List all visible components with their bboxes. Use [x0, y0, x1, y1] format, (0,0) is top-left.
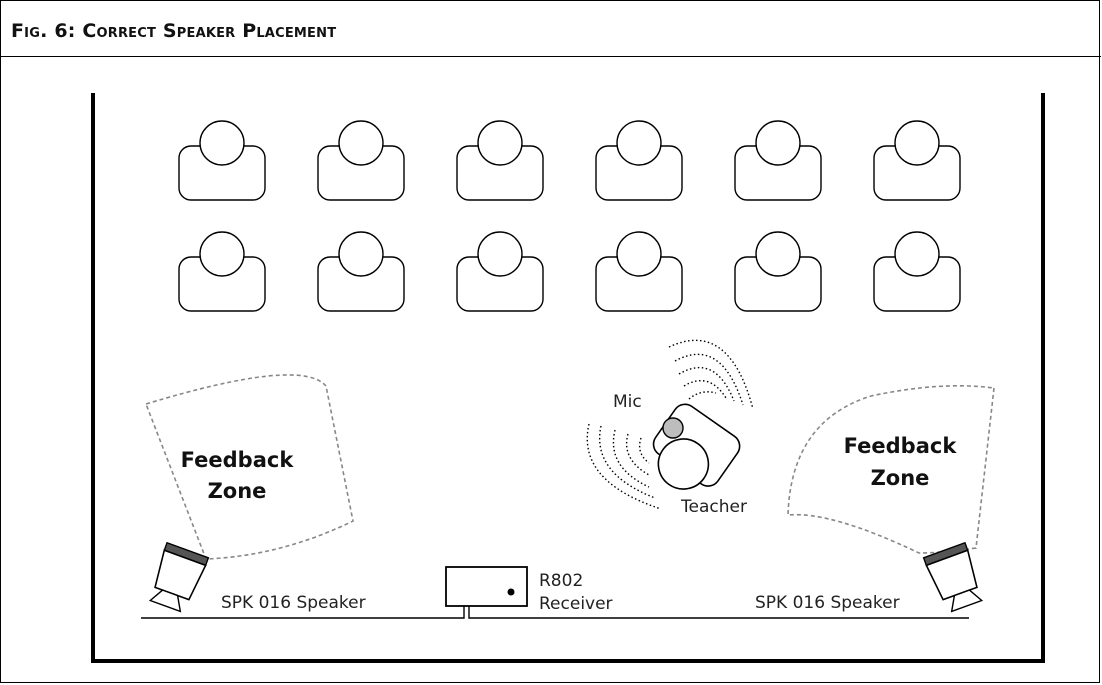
cable-left [141, 606, 465, 619]
student-desk [595, 120, 683, 201]
feedback-zone-left-label-line1: Feedback [181, 448, 295, 472]
student-desk [456, 120, 544, 201]
student-desk [178, 120, 266, 201]
title-bar: Fig. 6: Correct Speaker Placement [1, 1, 1101, 57]
desk-grid [178, 120, 961, 312]
speaker-left-label: SPK 016 Speaker [221, 593, 366, 613]
feedback-zone-left-label-line2: Zone [208, 479, 267, 503]
student-desk [317, 231, 405, 312]
speaker-left-icon [148, 541, 210, 613]
feedback-zone-right-label-line2: Zone [871, 466, 930, 490]
figure-title: Fig. 6: Correct Speaker Placement [11, 20, 337, 42]
speaker-right-label: SPK 016 Speaker [755, 593, 900, 613]
mic-label: Mic [613, 392, 642, 412]
student-desk [178, 231, 266, 312]
receiver-box [445, 566, 528, 607]
student-desk [456, 231, 544, 312]
teacher-figure [652, 403, 741, 490]
feedback-zone-right-label-line1: Feedback [844, 434, 958, 458]
student-desk [873, 231, 961, 312]
room-walls [91, 93, 1045, 663]
feedback-zone-right [787, 384, 995, 554]
speaker-right-icon [922, 541, 984, 613]
receiver-label-line1: R802 [539, 571, 583, 591]
sound-waves-upper [668, 339, 754, 410]
student-desk [873, 120, 961, 201]
student-desk [734, 231, 822, 312]
receiver-led [507, 588, 515, 596]
feedback-zone-left [144, 374, 354, 560]
mic-icon [662, 417, 684, 439]
receiver-label-line2: Receiver [539, 594, 613, 614]
student-desk [317, 120, 405, 201]
student-desk [595, 231, 683, 312]
teacher-label: Teacher [680, 497, 747, 517]
sound-waves-lower [586, 423, 662, 510]
cable-right [468, 606, 969, 619]
student-desk [734, 120, 822, 201]
